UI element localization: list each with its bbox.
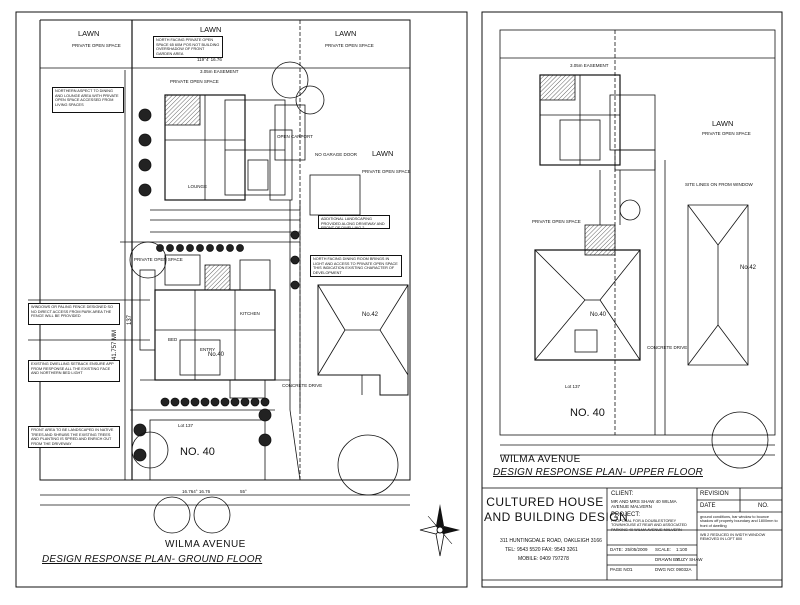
dwg-value: 09032A [676,567,692,572]
revision-header: REVISION [700,491,729,497]
no42-label: No.42 [362,312,379,318]
company-phone: TEL: 9543 5520 FAX: 9543 3261 [505,547,578,553]
pos-rear-label: PRIVATE OPEN SPACE [170,79,219,84]
scale-label: SCALE: [655,547,672,552]
tree-icon [129,61,399,534]
pos-right2-label: PRIVATE OPEN SPACE [362,169,411,174]
ground-floor-plan [28,19,411,506]
note-north-pos: NORTH FACING PRIVATE OPEN SPACE 65 60M P… [153,36,223,58]
drawn-label: DRAWN BY: [655,557,681,562]
easement-label: 3.05m EASEMENT [200,69,239,74]
bed-label: BED [168,337,178,342]
bearing-angle: 55° [240,489,247,494]
client-label: CLIENT: [611,491,634,497]
upper-site-lines-label: SITE LINES ON FROM WINDOW [685,182,753,187]
page-label: PAGE NO: [610,567,632,572]
dim-137-label: 137 [127,314,133,325]
note-front-area: FRONT AREA TO BE LANDSCAPED IN NATIVE TR… [28,426,120,448]
company-name-line1: CULTURED HOUSE [486,495,604,509]
upper-easement-label: 3.05m EASEMENT [570,63,609,68]
upper-concrete-drive-label: CONCRETE DRIVE [647,345,688,350]
upper-lot-label: Lot 137 [565,384,581,389]
upper-pos-left-label: PRIVATE OPEN SPACE [532,219,581,224]
ground-plan-title: DESIGN RESPONSE PLAN- GROUND FLOOR [42,554,263,565]
dwg-label: DWG NO: [655,567,676,572]
project-value: PROPOSAL FOR A DOUBLESTOREY TOWNHOUSE AT… [611,519,687,532]
compass-star-icon [419,504,460,557]
lawn-mid-label: LAWN [200,25,222,34]
title-block-frame [481,487,783,581]
date-value: 25/05/2009 [625,547,648,552]
page-value: 1 [630,567,633,572]
company-address: 311 HUNTINGDALE ROAD, OAKLEIGH 3166 [500,538,602,544]
company-name-line2: AND BUILDING DESIGN [484,510,629,524]
date-label: DATE: [610,547,623,552]
upper-pos-right-label: PRIVATE OPEN SPACE [702,131,751,136]
no40-label: NO. 40 [180,446,215,458]
project-label: PROJECT: [611,512,641,518]
upper-plan-title: DESIGN RESPONSE PLAN- UPPER FLOOR [493,467,703,478]
ground-floor-sheet-border [15,11,468,588]
revision-note-1: ground conditions, bar window to bounce … [700,515,778,528]
lawn-right-top-label: LAWN [335,29,357,38]
lawn-left-label: LAWN [78,29,100,38]
entry-label: ENTRY [200,347,216,352]
upper-floor-sheet-border [481,11,783,588]
kitchen-label: KITCHEN [240,311,260,316]
lounge-label: LOUNGE [188,184,208,189]
note-north-facing-dining: NORTH FACING DINING ROOM BRINGS IN LIGHT… [310,255,402,277]
revision-note-2: WB 2 REDUCED IN WIDTH WINDOW REMOVED IN … [700,533,766,542]
upper-road-label: WILMA AVENUE [500,454,581,465]
garage-door-label: NO GARAGE DOOR [315,152,358,157]
drawn-value: SUZY SHAW [676,557,703,562]
note-north-aspect: NORTHERN ASPECT TO DINING AND LOUNGE ARE… [52,87,124,113]
revision-no-header: NO. [758,503,769,509]
bearing-top: 119°4' 16.76 [197,57,222,62]
lot-label: Lot 137 [178,423,194,428]
lawn-right-label: LAWN [372,149,394,158]
upper-no42-label: No.42 [740,265,757,271]
open-carport-label: OPEN CARPORT [277,134,313,139]
pos-front-label: PRIVATE OPEN SPACE [134,257,183,262]
concrete-drive-label: CONCRETE DRIVE [282,383,323,388]
note-existing-dwelling: EXISTING DWELLING SETBACK ENSURE APP FRO… [28,360,120,382]
ground-trees [129,61,399,534]
upper-no40-small-label: No.40 [590,312,607,318]
revision-date-header: DATE [700,503,716,509]
ground-road-label: WILMA AVENUE [165,539,246,550]
no40-small-label: No.40 [208,352,225,358]
pos-right-label: PRIVATE OPEN SPACE [325,43,374,48]
note-windows-paling: WINDOWS OR PALING FENCE DESIGNED SO NO D… [28,303,120,325]
note-additional-landscaping: ADDITIONAL LANDSCAPING PROVIDED ALONG DR… [318,215,390,230]
company-mobile: MOBILE: 0409 797278 [518,556,569,562]
client-value: MR AND MRS SHAW 40 WILMA AVENUE MALVERN [611,499,677,510]
bearing-bottom: 16.764° 16.76 [182,489,211,494]
dim-left-label: 41.757 MM [112,329,118,360]
pos-left-label: PRIVATE OPEN SPACE [72,43,121,48]
scale-value: 1:100 [676,547,688,552]
upper-floor-plan [499,29,776,469]
upper-lawn-label: LAWN [712,119,734,128]
upper-no40-label: NO. 40 [570,407,605,419]
